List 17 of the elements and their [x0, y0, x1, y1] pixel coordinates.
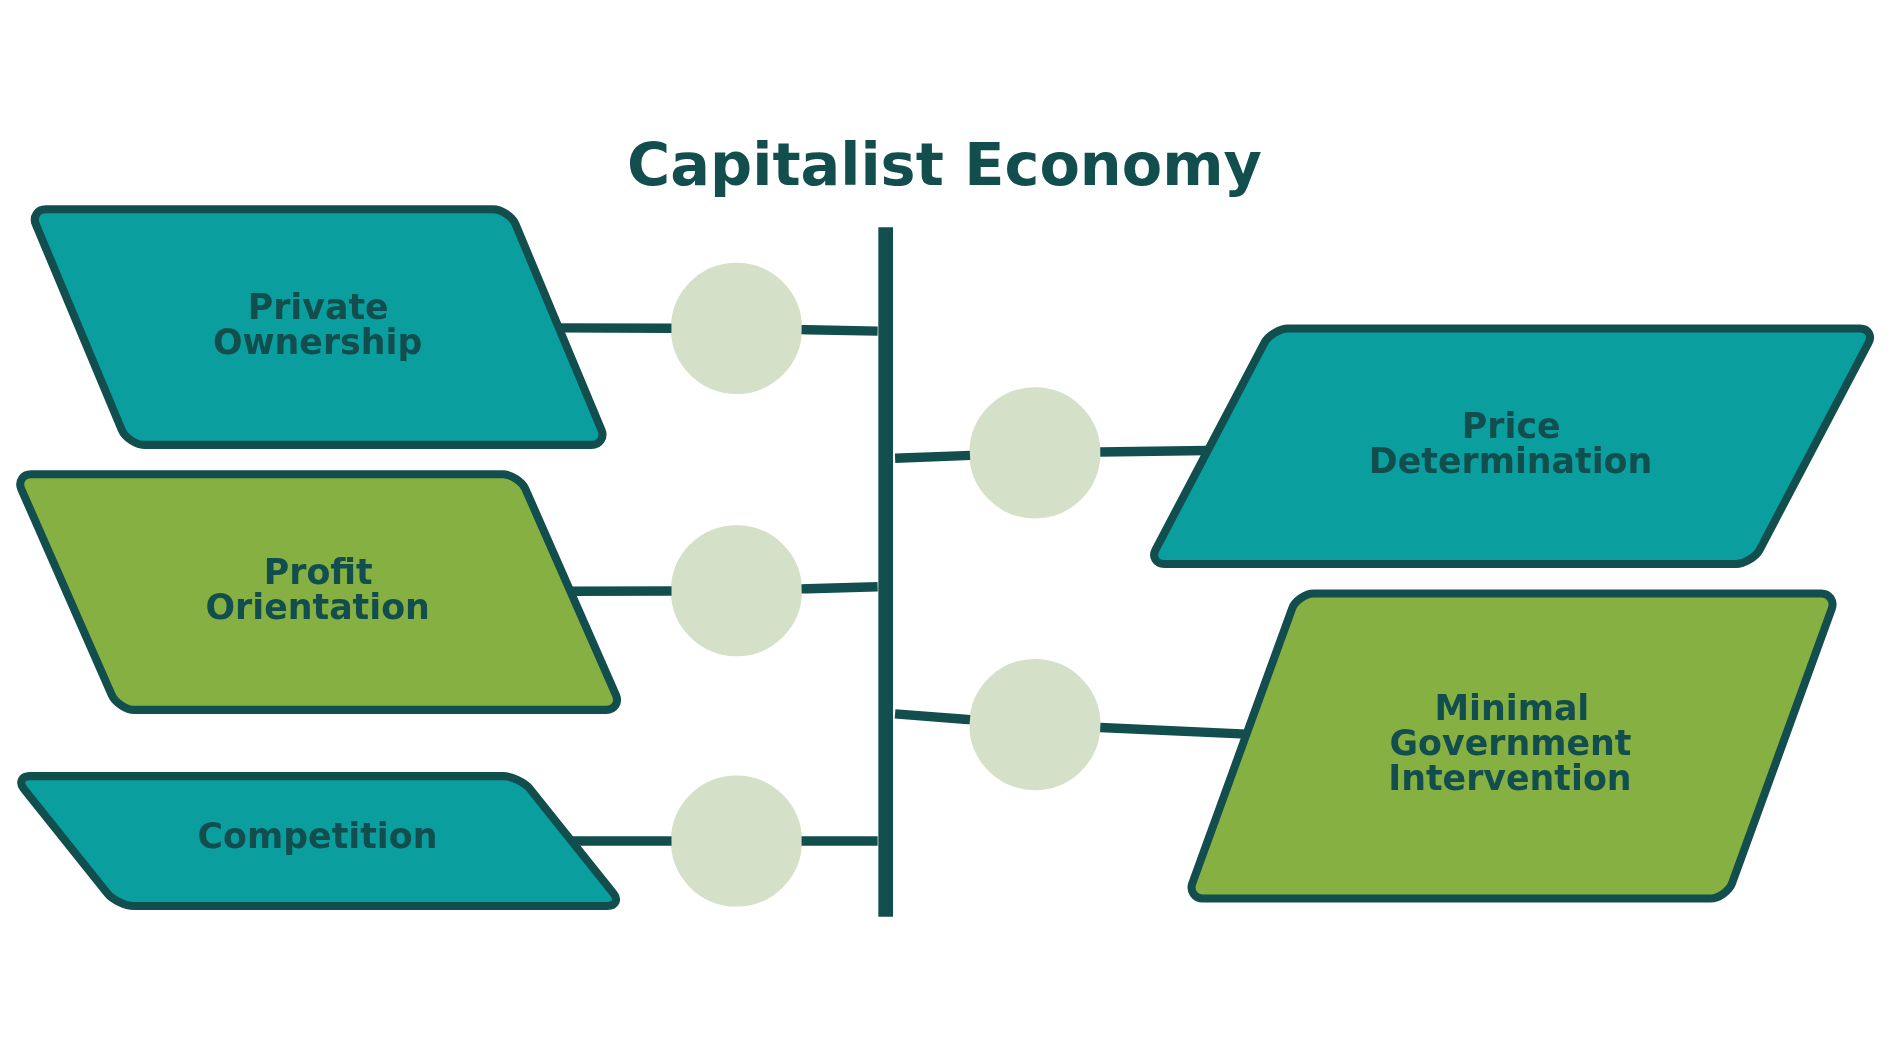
connector: [1100, 445, 1208, 457]
connector: [559, 322, 672, 333]
node-circle: [670, 774, 803, 907]
connector: [801, 324, 878, 336]
node-bar: [878, 226, 894, 917]
connector: [1100, 722, 1247, 739]
node-circle: [670, 262, 803, 394]
connector: [894, 450, 971, 463]
connector: [570, 585, 672, 596]
connector: [801, 581, 878, 594]
node-circle: [969, 658, 1101, 790]
node-circle: [670, 524, 803, 656]
connector: [894, 708, 971, 724]
connector: [572, 835, 672, 846]
connector: [801, 835, 878, 846]
node-circle: [969, 386, 1101, 518]
diagram-title: Capitalist Economy: [627, 129, 1262, 199]
